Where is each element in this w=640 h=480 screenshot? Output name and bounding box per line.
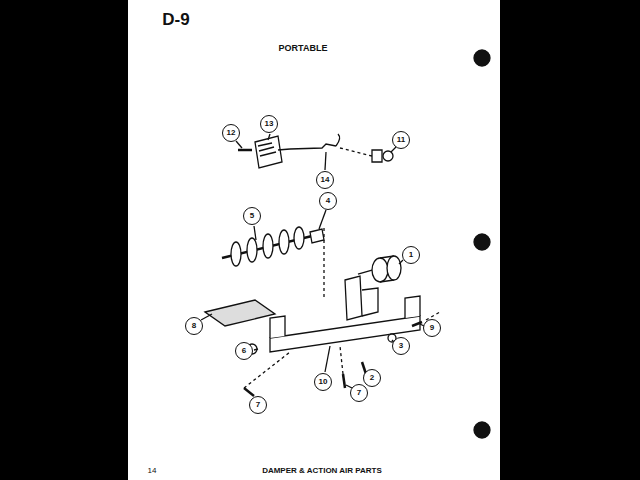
callout-number: 1	[402, 246, 420, 264]
callout-number: 14	[316, 171, 334, 189]
callout-number: 4	[319, 192, 337, 210]
callout-number: 9	[423, 319, 441, 337]
callout-number: 2	[363, 369, 381, 387]
callout-number: 6	[235, 342, 253, 360]
callout-number: 12	[222, 124, 240, 142]
callout-number: 5	[243, 207, 261, 225]
page-caption: DAMPER & ACTION AIR PARTS	[262, 466, 382, 475]
page-number: 14	[148, 466, 157, 475]
callout-number: 10	[314, 373, 332, 391]
callout-number: 3	[392, 337, 410, 355]
callout-number: 7	[350, 384, 368, 402]
callout-number: 13	[260, 115, 278, 133]
page-heading: PORTABLE	[279, 43, 328, 53]
callout-number: 7	[249, 396, 267, 414]
callout-number: 8	[185, 317, 203, 335]
figure-code: D-9	[162, 10, 189, 30]
callout-number: 11	[392, 131, 410, 149]
